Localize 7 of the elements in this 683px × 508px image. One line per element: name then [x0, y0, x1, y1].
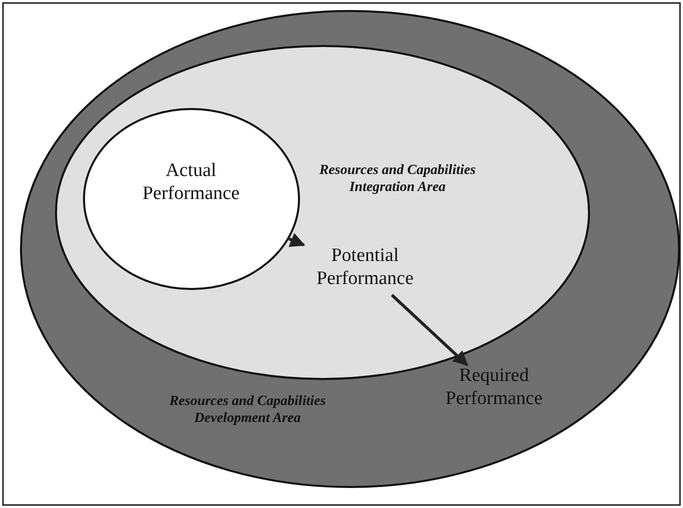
node-label: Actual Performance [141, 160, 241, 206]
area-label: Resources and Capabilities Integration Area [318, 163, 477, 197]
area-label: Resources and Capabilities Development Area [168, 394, 327, 428]
node-label: Potential Performance [315, 245, 415, 291]
arrow [288, 232, 306, 247]
arrow [390, 294, 468, 366]
node-label: Required Performance [444, 365, 544, 411]
